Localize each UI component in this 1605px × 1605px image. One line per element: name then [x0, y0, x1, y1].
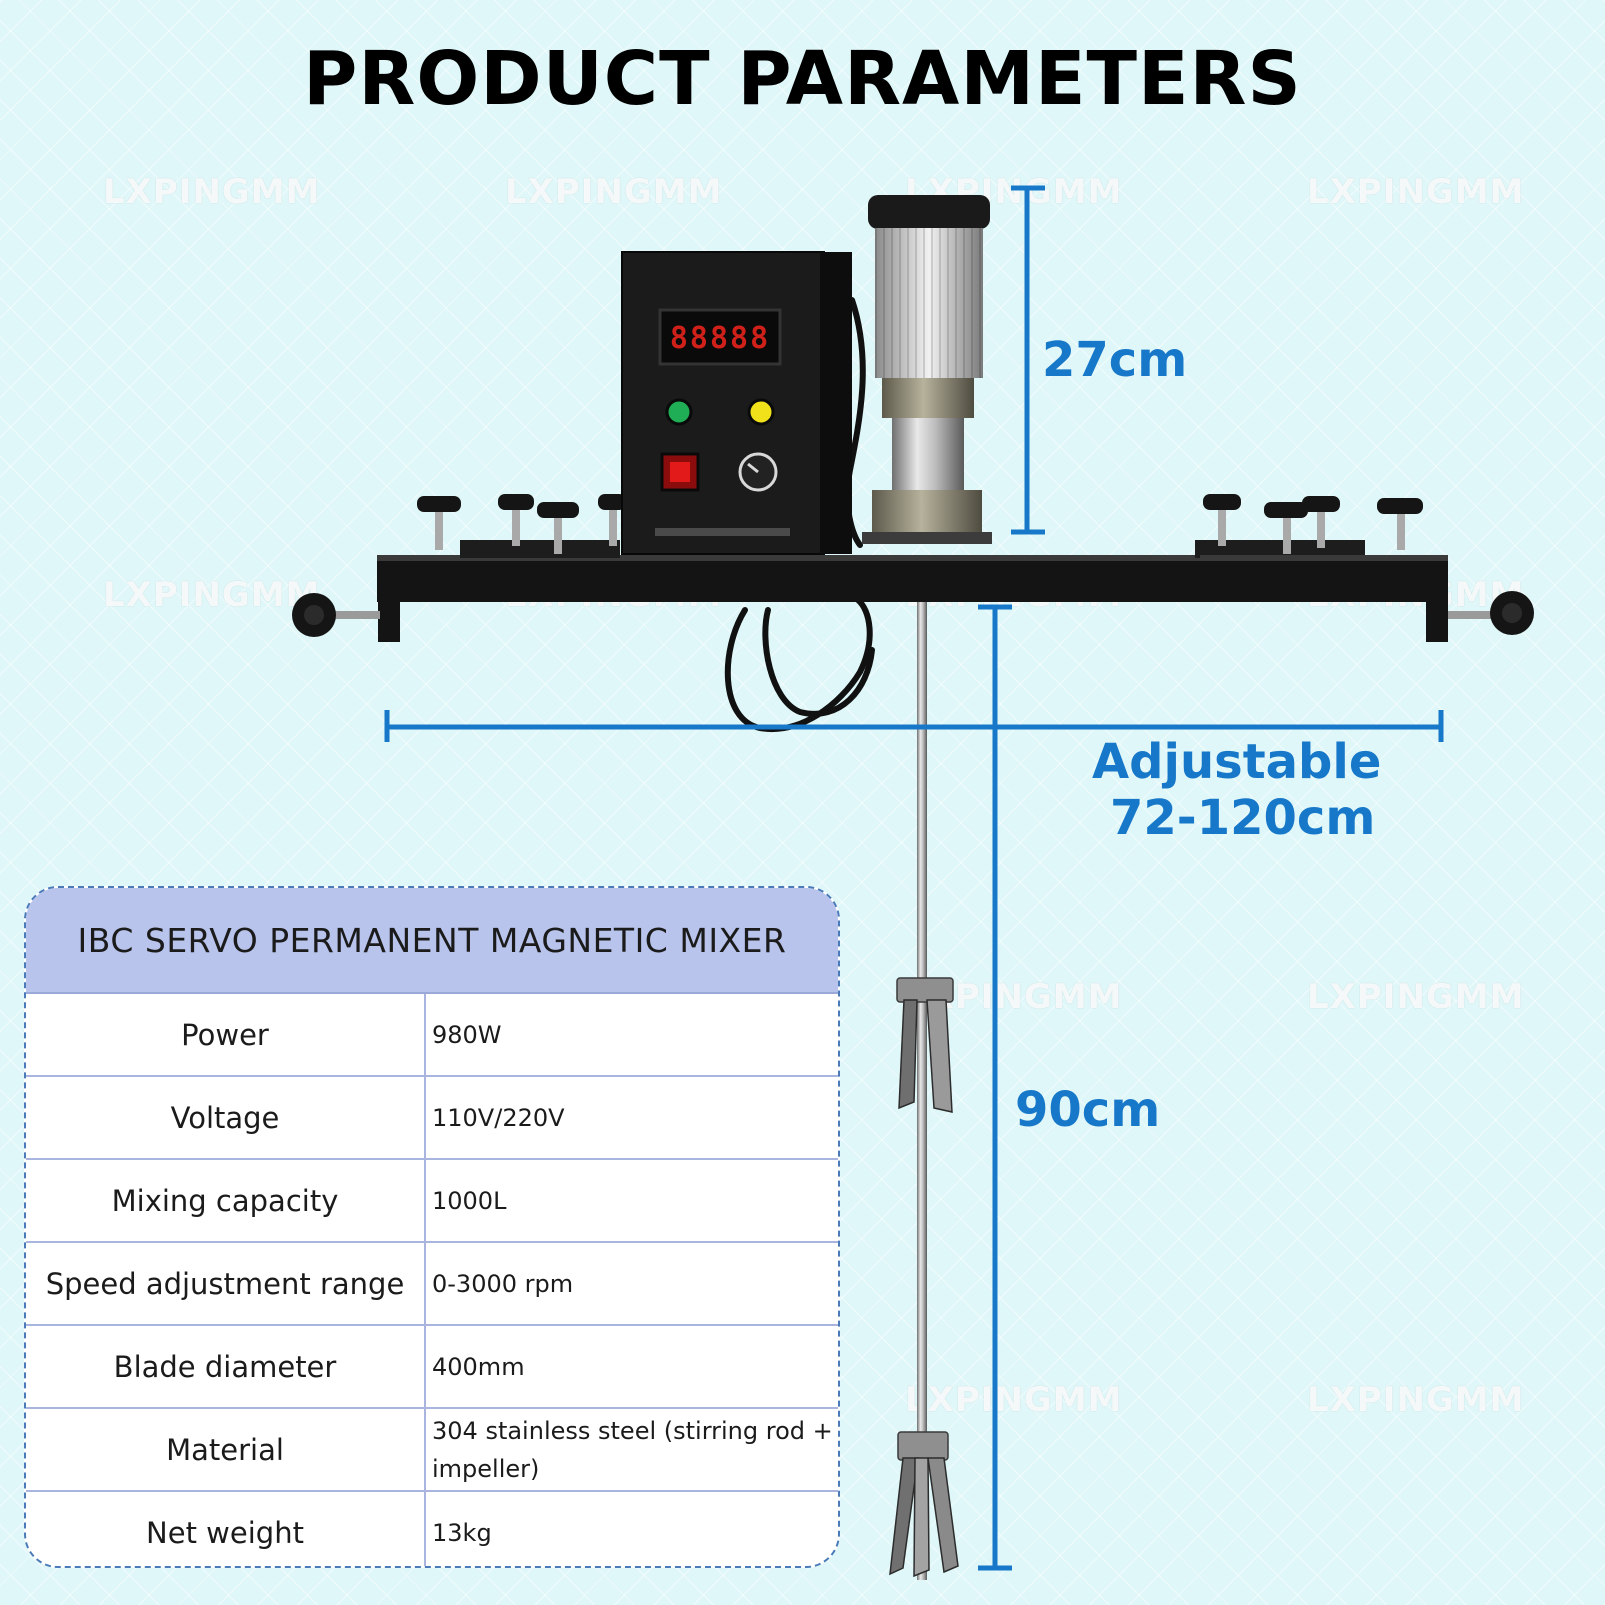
width-label-line2: 72-120cm	[1110, 790, 1376, 846]
width-label-line1: Adjustable	[1092, 734, 1382, 790]
watermark: LXPINGMM	[1307, 1380, 1525, 1420]
watermark: LXPINGMM	[905, 1380, 1123, 1420]
spec-value: 1000L	[425, 1159, 838, 1243]
spec-label: Material	[26, 1408, 426, 1492]
spec-label: Speed adjustment range	[26, 1242, 426, 1326]
table-row: Mixing capacity 1000L	[26, 1159, 838, 1243]
dimension-line-shaft-length	[978, 604, 1012, 1571]
spec-value: 980W	[425, 994, 838, 1077]
table-row: Voltage 110V/220V	[26, 1076, 838, 1160]
digital-display: 88888	[670, 321, 770, 356]
dimension-line-motor-height	[1011, 185, 1045, 535]
stirring-rod	[917, 600, 927, 1580]
spec-label: Power	[26, 994, 426, 1077]
watermark: LXPINGMM	[505, 172, 723, 212]
spec-value: 304 stainless steel (stirring rod + impe…	[425, 1408, 838, 1492]
spec-label: Mixing capacity	[26, 1159, 426, 1243]
page-title: PRODUCT PARAMETERS	[303, 36, 1302, 122]
spec-table-card: IBC SERVO PERMANENT MAGNETIC MIXER Power…	[24, 886, 840, 1568]
watermark: LXPINGMM	[103, 172, 321, 212]
table-row: Power 980W	[26, 994, 838, 1077]
spec-label: Voltage	[26, 1076, 426, 1160]
spec-value: 400mm	[425, 1325, 838, 1409]
spec-value: 13kg	[432, 1518, 492, 1547]
lower-impeller	[889, 1431, 959, 1578]
upper-impeller	[896, 977, 954, 1113]
control-box: 88888	[621, 251, 852, 555]
watermark: LXPINGMM	[1307, 172, 1525, 212]
spec-label: Blade diameter	[26, 1325, 426, 1409]
mounting-frame	[377, 540, 1448, 642]
table-row: Net weight 13kg	[26, 1491, 838, 1566]
motor-height-label: 27cm	[1042, 332, 1188, 388]
watermark: LXPINGMM	[103, 575, 321, 615]
shaft-length-label: 90cm	[1015, 1082, 1161, 1138]
green-indicator-button	[665, 398, 693, 426]
yellow-indicator-button	[747, 398, 775, 426]
side-clamp-knob-left	[292, 593, 380, 637]
servo-motor	[862, 195, 992, 544]
watermark: LXPINGMM	[1307, 977, 1525, 1017]
table-row: Speed adjustment range 0-3000 rpm	[26, 1242, 838, 1326]
top-adjustment-knobs	[417, 494, 1423, 554]
spec-value: 0-3000 rpm	[425, 1242, 838, 1326]
side-clamp-knob-right	[1448, 591, 1534, 635]
spec-label: Net weight	[26, 1491, 426, 1566]
table-row: Material 304 stainless steel (stirring r…	[26, 1408, 838, 1492]
spec-table-heading: IBC SERVO PERMANENT MAGNETIC MIXER	[26, 888, 838, 994]
dimension-line-width	[384, 710, 1444, 742]
spec-value: 110V/220V	[425, 1076, 838, 1160]
table-row: Blade diameter 400mm	[26, 1325, 838, 1409]
spec-table: Power 980W Voltage 110V/220V Mixing capa…	[26, 994, 838, 1566]
